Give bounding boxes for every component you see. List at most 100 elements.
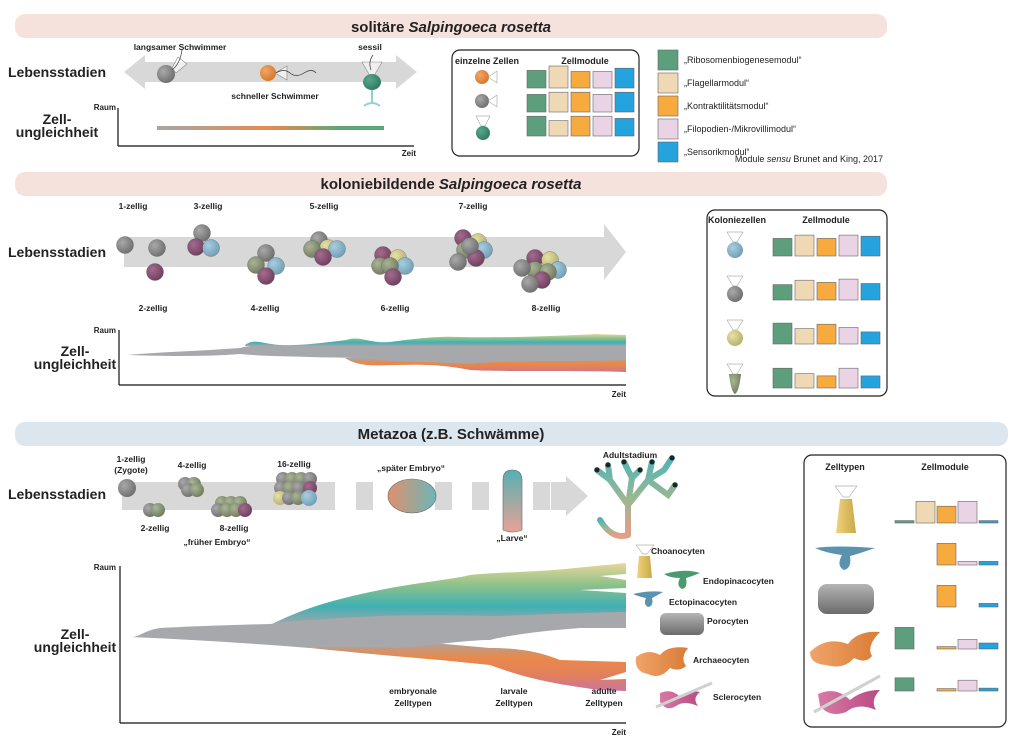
stage-4-cell-metazoa: 4-zellig	[178, 460, 207, 470]
box2-row4-ribosome-module	[772, 367, 793, 389]
box-cell-icons	[475, 70, 498, 140]
stage-16-cell-metazoa: 16-zellig	[277, 459, 311, 469]
stage-zygote-line1: 1-zellig	[117, 454, 146, 464]
legend-label-ribosome: „Ribosomenbiogenesemodul“	[684, 55, 802, 65]
sclerocyte-icon	[655, 681, 713, 709]
box1-row3-ribosome-module	[526, 115, 547, 137]
box2-row3-flagellar-module	[794, 328, 815, 345]
larva	[502, 469, 523, 533]
row-label-life-stages-3: Lebensstadien	[8, 486, 106, 502]
stage-8-cell-metazoa: 8-zellig	[220, 523, 249, 533]
box2-row3-sensory-module	[860, 331, 881, 345]
box2-row2-contractility-module	[816, 282, 837, 301]
box1-row1-contractility-module	[570, 71, 591, 89]
box3-row1-flagellar-module	[915, 501, 936, 524]
box1-row2-ribosome-module	[526, 94, 547, 113]
ectopinacocyte-icon	[633, 591, 663, 607]
box2-row4-sensory-module	[860, 375, 881, 389]
phase-adult-2: Zelltypen	[585, 698, 622, 708]
box3-porocyte	[818, 584, 874, 614]
box3-endopinacocyte	[815, 546, 875, 570]
box3-row4-contractility-module	[936, 646, 957, 650]
box-header-modules: Zellmodule	[561, 56, 609, 66]
box2-row1-flagellar-module	[794, 234, 815, 257]
adult-sponge	[594, 455, 678, 539]
phase-larval-2: Zelltypen	[495, 698, 532, 708]
zygote	[118, 479, 136, 497]
late-embryo	[387, 478, 437, 514]
box2-row4-flagellar-module	[794, 373, 815, 389]
legend-swatch-ribosome	[657, 49, 679, 71]
colony-stages	[116, 224, 567, 293]
box1-row1-sensory-module	[614, 67, 635, 89]
box-cell-orange	[475, 70, 498, 84]
inequality-bar	[157, 126, 384, 130]
stage-1-cell: 1-zellig	[119, 201, 148, 211]
phase-embryonic-1: embryonale	[389, 686, 437, 696]
box3-row2-filopodia-module	[957, 561, 978, 566]
box1-row3-sensory-module	[614, 118, 635, 137]
box-cell-gray	[475, 94, 498, 108]
stage-5-cell: 5-zellig	[310, 201, 339, 211]
banner-solitary-title: solitäre Salpingoeca rosetta	[351, 19, 551, 36]
inequality-label-1: Zell-	[43, 111, 72, 127]
stage-early-embryo: „früher Embryo“	[183, 537, 250, 547]
box2-row1-sensory-module	[860, 235, 881, 257]
box2-row2-sensory-module	[860, 283, 881, 301]
y-axis-label: Raum	[94, 103, 116, 112]
box1-row1-flagellar-module	[548, 65, 569, 89]
legend-label-contractility: „Kontraktilitätsmodul“	[684, 101, 769, 111]
module-box-colonial	[706, 209, 888, 397]
banner-metazoa	[15, 422, 1008, 446]
stage-label-sessile: sessil	[358, 42, 382, 52]
box2-row2-flagellar-module	[794, 279, 815, 301]
legend-swatch-sensory	[657, 141, 679, 163]
phase-embryonic-2: Zelltypen	[394, 698, 431, 708]
box3-cell-icons	[810, 485, 881, 714]
endopinacocyte-icon	[664, 570, 700, 589]
inequality-label-2: ungleichheit	[16, 124, 99, 140]
box1-row3-flagellar-module	[548, 120, 569, 137]
inequality-label-3-2: ungleichheit	[34, 639, 117, 655]
label-choanocytes: Choanocyten	[651, 546, 705, 556]
inequality-label-2-2: ungleichheit	[34, 356, 117, 372]
box3-row5-ribosome-module	[894, 677, 915, 692]
legend-label-sensory: „Sensorikmodul“	[684, 147, 750, 157]
eight-cell	[211, 496, 252, 517]
row-label-life-stages: Lebensstadien	[8, 64, 106, 80]
colony-6-cell	[371, 246, 414, 286]
x-axis-label-2: Zeit	[612, 390, 627, 399]
legend-swatch-contractility	[657, 95, 679, 117]
stage-2-cell-metazoa: 2-zellig	[141, 523, 170, 533]
sessile-cell	[361, 54, 383, 107]
citation: Module sensu Brunet and King, 2017	[735, 154, 883, 164]
box3-row4-ribosome-module	[894, 627, 915, 650]
box3-row5-filopodia-module	[957, 679, 978, 692]
box1-row2-flagellar-module	[548, 91, 569, 113]
box2-header-cells: Koloniezellen	[708, 215, 766, 225]
banner-solitary	[15, 14, 887, 38]
sponge-osculum-tips	[594, 455, 678, 488]
row-label-life-stages-2: Lebensstadien	[8, 244, 106, 260]
inequality-stream-colonial	[127, 334, 626, 372]
sixteen-cell	[273, 472, 317, 506]
box3-row1-ribosome-module	[894, 520, 915, 524]
colony-8-cell	[513, 249, 567, 293]
box2-row4-contractility-module	[816, 375, 837, 389]
stage-4-cell: 4-zellig	[251, 303, 280, 313]
box1-row2-sensory-module	[614, 91, 635, 113]
module-legend: „Ribosomenbiogenesemodul“ „Flagellarmodul…	[657, 49, 802, 163]
box3-row4-sensory-module	[978, 642, 999, 650]
stage-late-embryo: „später Embryo“	[377, 463, 445, 473]
box2-row1-filopodia-module	[838, 234, 859, 257]
box2-row4-filopodia-module	[838, 367, 859, 389]
stage-label-slow-swimmer: langsamer Schwimmer	[134, 42, 227, 52]
banner-colonial	[15, 172, 887, 196]
label-sclerocytes: Sclerocyten	[713, 692, 761, 702]
box3-row2-contractility-module	[936, 543, 957, 566]
fast-swimmer-cell	[260, 65, 317, 81]
phase-adult-1: adulte	[591, 686, 616, 696]
legend-label-flagellar: „Flagellarmodul“	[684, 78, 749, 88]
box3-row5-contractility-module	[936, 688, 957, 692]
banner-colonial-title: koloniebildende Salpingoeca rosetta	[321, 176, 582, 193]
